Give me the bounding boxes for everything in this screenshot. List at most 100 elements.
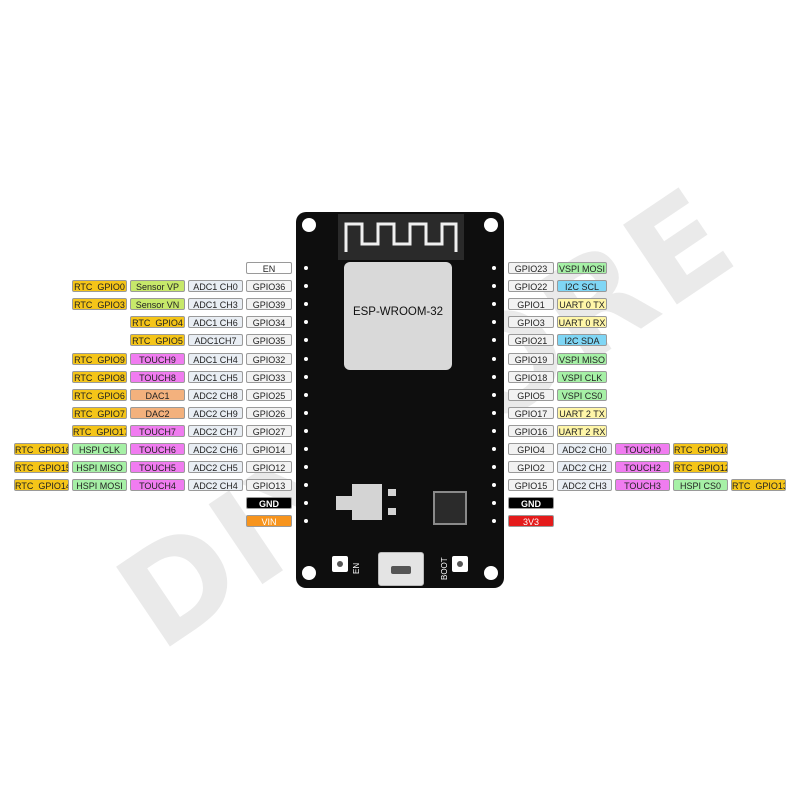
pin-label-adc: ADC2 CH8 [188,388,243,401]
pin-label-rtc: RTC_GPIO4 [130,316,185,329]
pin-label-touch: TOUCH6 [130,443,185,455]
pin-label-i2c: I2C SDA [557,334,607,347]
antenna-trace-icon [344,222,458,252]
pin-label-adc: ADC1 CH4 [188,352,243,365]
en-button[interactable] [332,556,348,572]
pin-label-rtc: RTC_GPIO6 [72,388,127,401]
pin-label-adc: ADC2 CH7 [188,424,243,437]
header-pin [304,302,308,307]
pin-label-rtc: RTC_GPIO9 [72,352,127,365]
micro-usb-port[interactable] [378,552,424,586]
pin-label-gpio: GPIO36 [246,280,292,293]
pin-label-gpio: GPIO19 [508,352,554,365]
button-cap-icon [337,561,343,567]
pin-label-hspi: HSPI CLK [72,443,127,455]
pin-label-rtc: RTC_GPIO10 [673,443,728,455]
pin-label-touch: TOUCH2 [615,461,670,474]
pin-label-gpio: GPIO22 [508,280,554,293]
pin-label-gpio: GPIO18 [508,370,554,383]
pin-label-gpio: GPIO5 [508,388,554,401]
header-pin [492,501,496,506]
pin-label-gpio: GPIO1 [508,298,554,311]
header-pin [492,356,496,361]
mounting-hole-bottom-left [302,566,316,580]
pin-label-gpio: GPIO21 [508,334,554,347]
pin-label-rtc: RTC_GPIO8 [72,370,127,383]
header-pin [304,284,308,289]
pin-label-uart: UART 0 RX [557,316,607,329]
usb-uart-chip [433,491,467,525]
pin-label-adc: ADC2 CH5 [188,461,243,474]
header-pin [492,447,496,451]
header-pin [304,266,308,270]
pin-label-dac: DAC1 [130,388,185,401]
pin-label-gpio: GPIO39 [246,298,292,311]
pin-label-rtc: RTC_GPIO17 [72,424,127,437]
pin-label-uart: UART 0 TX [557,298,607,311]
header-pin [492,320,496,325]
pin-label-adc: ADC1 CH3 [188,298,243,311]
pin-label-touch: TOUCH8 [130,370,185,383]
pin-label-touch: TOUCH4 [130,479,185,492]
regulator-pin [388,489,396,496]
pin-label-gpio: GPIO14 [246,443,292,455]
header-pin [304,465,308,470]
pin-label-gpio: GPIO23 [508,262,554,274]
header-pin [492,302,496,307]
pin-label-gpio: GPIO26 [246,406,292,419]
pin-label-gnd: GND [508,497,554,510]
pin-label-sensor: Sensor VN [130,298,185,311]
pin-label-gpio: GPIO33 [246,370,292,383]
header-pin [492,465,496,470]
boot-button-label: BOOT [440,557,449,580]
header-pin [304,374,308,379]
pin-label-rtc: RTC_GPIO5 [130,334,185,347]
en-button-label: EN [352,562,361,574]
pin-label-adc: ADC1 CH6 [188,316,243,329]
voltage-regulator [352,484,382,520]
pin-label-gpio: GPIO13 [246,479,292,492]
pin-label-rtc: RTC_GPIO7 [72,406,127,419]
pin-label-hspi: HSPI CS0 [673,479,728,492]
header-pin [492,374,496,379]
pin-label-gpio: GPIO32 [246,352,292,365]
pin-label-vin: VIN [246,515,292,528]
pin-label-vspi: VSPI CS0 [557,388,607,401]
pin-label-en: EN [246,262,292,274]
pin-label-adc: ADC1CH7 [188,334,243,347]
header-pin [304,428,308,433]
pin-label-rtc: RTC_GPIO16 [14,443,69,455]
pin-label-gpio: GPIO17 [508,406,554,419]
pin-label-gpio: GPIO15 [508,479,554,492]
pin-label-gpio: GPIO16 [508,424,554,437]
mounting-hole-top-left [302,218,316,232]
pin-label-gpio: GPIO25 [246,388,292,401]
header-pin [304,338,308,343]
header-pin [304,320,308,325]
header-pin [304,356,308,361]
boot-button[interactable] [452,556,468,572]
pin-label-gpio: GPIO2 [508,461,554,474]
pin-label-touch: TOUCH9 [130,352,185,365]
mounting-hole-bottom-right [484,566,498,580]
pin-label-sensor: Sensor VP [130,280,185,293]
pin-label-rtc: RTC_GPIO13 [731,479,786,492]
pin-label-gnd: GND [246,497,292,510]
pin-label-touch: TOUCH7 [130,424,185,437]
pin-label-vspi: VSPI MOSI [557,262,607,274]
pin-label-rtc: RTC_GPIO3 [72,298,127,311]
header-pin [304,447,308,451]
pin-label-rtc: RTC_GPIO0 [72,280,127,293]
pin-label-rtc: RTC_GPIO12 [673,461,728,474]
header-pin [492,428,496,433]
regulator-pin [388,508,396,515]
pin-label-gpio: GPIO35 [246,334,292,347]
pcb-antenna [338,214,464,260]
pin-label-adc: ADC2 CH0 [557,443,612,455]
pin-label-adc: ADC2 CH9 [188,406,243,419]
header-pin [304,519,308,524]
pin-label-rtc: RTC_GPIO14 [14,479,69,492]
pin-label-gpio: GPIO3 [508,316,554,329]
header-pin [492,392,496,397]
